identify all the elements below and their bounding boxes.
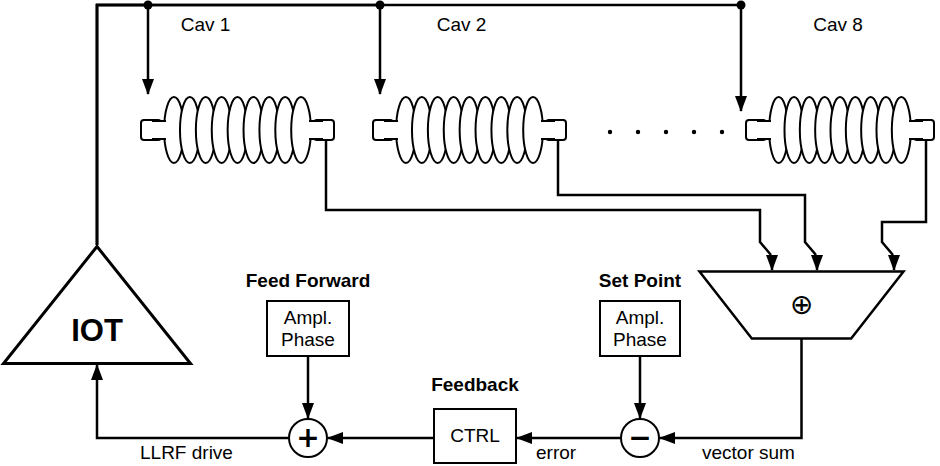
subtract-junction: − [620, 418, 660, 458]
tube-edge [309, 138, 323, 140]
connector [660, 339, 802, 438]
connector [97, 1, 385, 246]
tube-edge [384, 120, 398, 122]
tube-joint [909, 122, 923, 138]
cavity: Cav 2 [372, 8, 567, 168]
amplifier-label: IOT [2, 313, 192, 349]
tube-joint [152, 122, 166, 138]
tube-joint [309, 122, 323, 138]
sum-junction: + [288, 418, 328, 458]
connector [517, 438, 620, 439]
box-outline: Ampl. Phase [599, 300, 681, 357]
connector-line [660, 339, 802, 438]
cavity: Cav 8 [745, 8, 935, 168]
signal-label: error [534, 442, 578, 464]
cavity-label: Cav 8 [813, 14, 863, 36]
cavity-label: Cav 1 [181, 14, 231, 36]
connector-line [307, 357, 310, 418]
tube-edge [541, 120, 555, 122]
junction-sign: − [628, 424, 651, 452]
box-text: Ampl. Phase [601, 307, 679, 351]
connector-line [517, 437, 620, 440]
cavity: Cav 1 [140, 8, 335, 168]
tube-edge [384, 138, 398, 140]
tube-joint [541, 122, 555, 138]
cavity-cell [892, 97, 911, 163]
signal-label: LLRF drive [138, 442, 235, 464]
box-heading: Set Point [599, 270, 681, 292]
cavity-cell [291, 97, 311, 163]
tube-joint [384, 122, 398, 138]
cavity-drawing [372, 95, 567, 165]
controller-box: FeedbackCTRL [433, 372, 517, 464]
trapezoid-shape [700, 272, 904, 339]
tube-edge [309, 120, 323, 122]
box-text: CTRL [447, 425, 503, 447]
signal-label: vector sum [700, 442, 797, 464]
box-outline: Ampl. Phase [266, 300, 350, 357]
cavity-label: Cav 2 [437, 14, 487, 36]
tube-edge [757, 138, 771, 140]
connector [328, 438, 433, 439]
cavity-cell [523, 97, 543, 163]
connector-line [639, 357, 642, 418]
connector [97, 365, 288, 438]
connector-line [771, 258, 774, 270]
tube-edge [152, 120, 166, 122]
junction-dot [737, 1, 746, 10]
tube-edge [909, 120, 923, 122]
box-heading: Feed Forward [246, 270, 371, 292]
amplifier-triangle: IOT [2, 245, 192, 365]
tube-edge [152, 138, 166, 140]
connector-line [97, 365, 288, 438]
tube-edge [909, 138, 923, 140]
box-heading: Feedback [431, 374, 519, 396]
connector-line [328, 437, 433, 440]
connector [97, 1, 746, 246]
cavity-drawing [140, 95, 335, 165]
tube-edge [541, 138, 555, 140]
tube-joint [757, 122, 771, 138]
feed-forward-box: Feed ForwardAmpl. Phase [266, 268, 350, 357]
box-outline: CTRL [433, 408, 517, 464]
connector [640, 357, 641, 418]
connector [308, 357, 309, 418]
box-text: Ampl. Phase [268, 307, 348, 351]
summing-trapezoid: ⊕ [698, 270, 905, 340]
connector-line [893, 258, 896, 270]
connector [326, 140, 772, 270]
cavity-drawing [745, 95, 935, 165]
connector-line [326, 140, 771, 255]
set-point-box: Set PointAmpl. Phase [599, 268, 681, 357]
sum-symbol: ⊕ [790, 290, 813, 320]
connector-line [816, 258, 819, 270]
ellipsis-dots [608, 130, 724, 134]
tube-edge [757, 120, 771, 122]
junction-sign: + [296, 424, 319, 452]
